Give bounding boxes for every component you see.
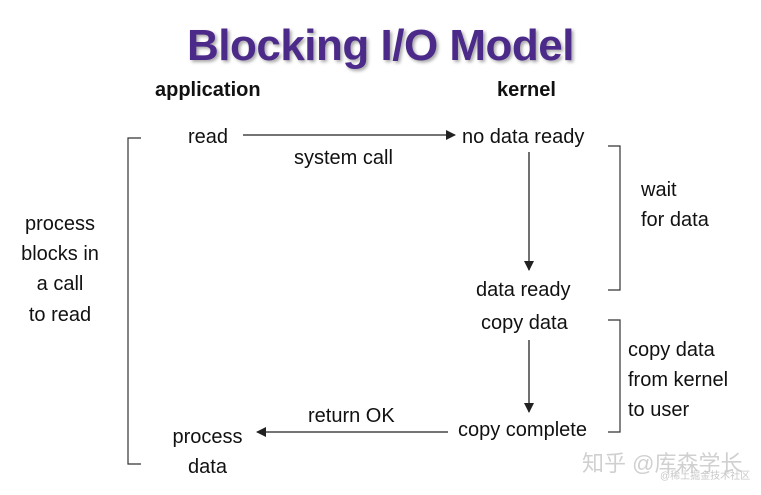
copy-data-label: copy data	[481, 312, 568, 334]
kernel-header: kernel	[497, 79, 556, 101]
no-data-ready-label: no data ready	[462, 126, 585, 148]
wait-label-line1: wait	[641, 179, 677, 201]
watermark-text: 知乎 @库森学长	[582, 451, 743, 476]
watermark-subtext: @稀土掘金技术社区	[660, 471, 751, 482]
process-data-label-line2: data	[188, 456, 227, 478]
blocks-label-line1: process	[24, 213, 96, 235]
read-label: read	[188, 126, 229, 148]
copy-label-line1: copy data	[628, 339, 715, 361]
diagram-title: Blocking I/O Model	[186, 21, 575, 70]
copy-label-line3: to user	[628, 399, 690, 421]
copy-bracket	[608, 319, 621, 433]
blocks-label-line3: a call	[36, 273, 84, 295]
copy-complete-label: copy complete	[458, 419, 587, 441]
wait-bracket	[608, 145, 621, 291]
blocks-label-line2: blocks in	[21, 243, 99, 265]
copy-label-line2: from kernel	[628, 369, 729, 391]
wait-label-line2: for data	[641, 209, 709, 231]
blocks-label-line4: to read	[28, 304, 92, 326]
data-ready-label: data ready	[476, 279, 571, 301]
system-call-label: system call	[294, 147, 393, 169]
process-data-label-line1: process	[172, 426, 243, 448]
blocking-bracket	[127, 137, 141, 465]
return-ok-label: return OK	[308, 405, 395, 427]
application-header: application	[155, 79, 261, 101]
